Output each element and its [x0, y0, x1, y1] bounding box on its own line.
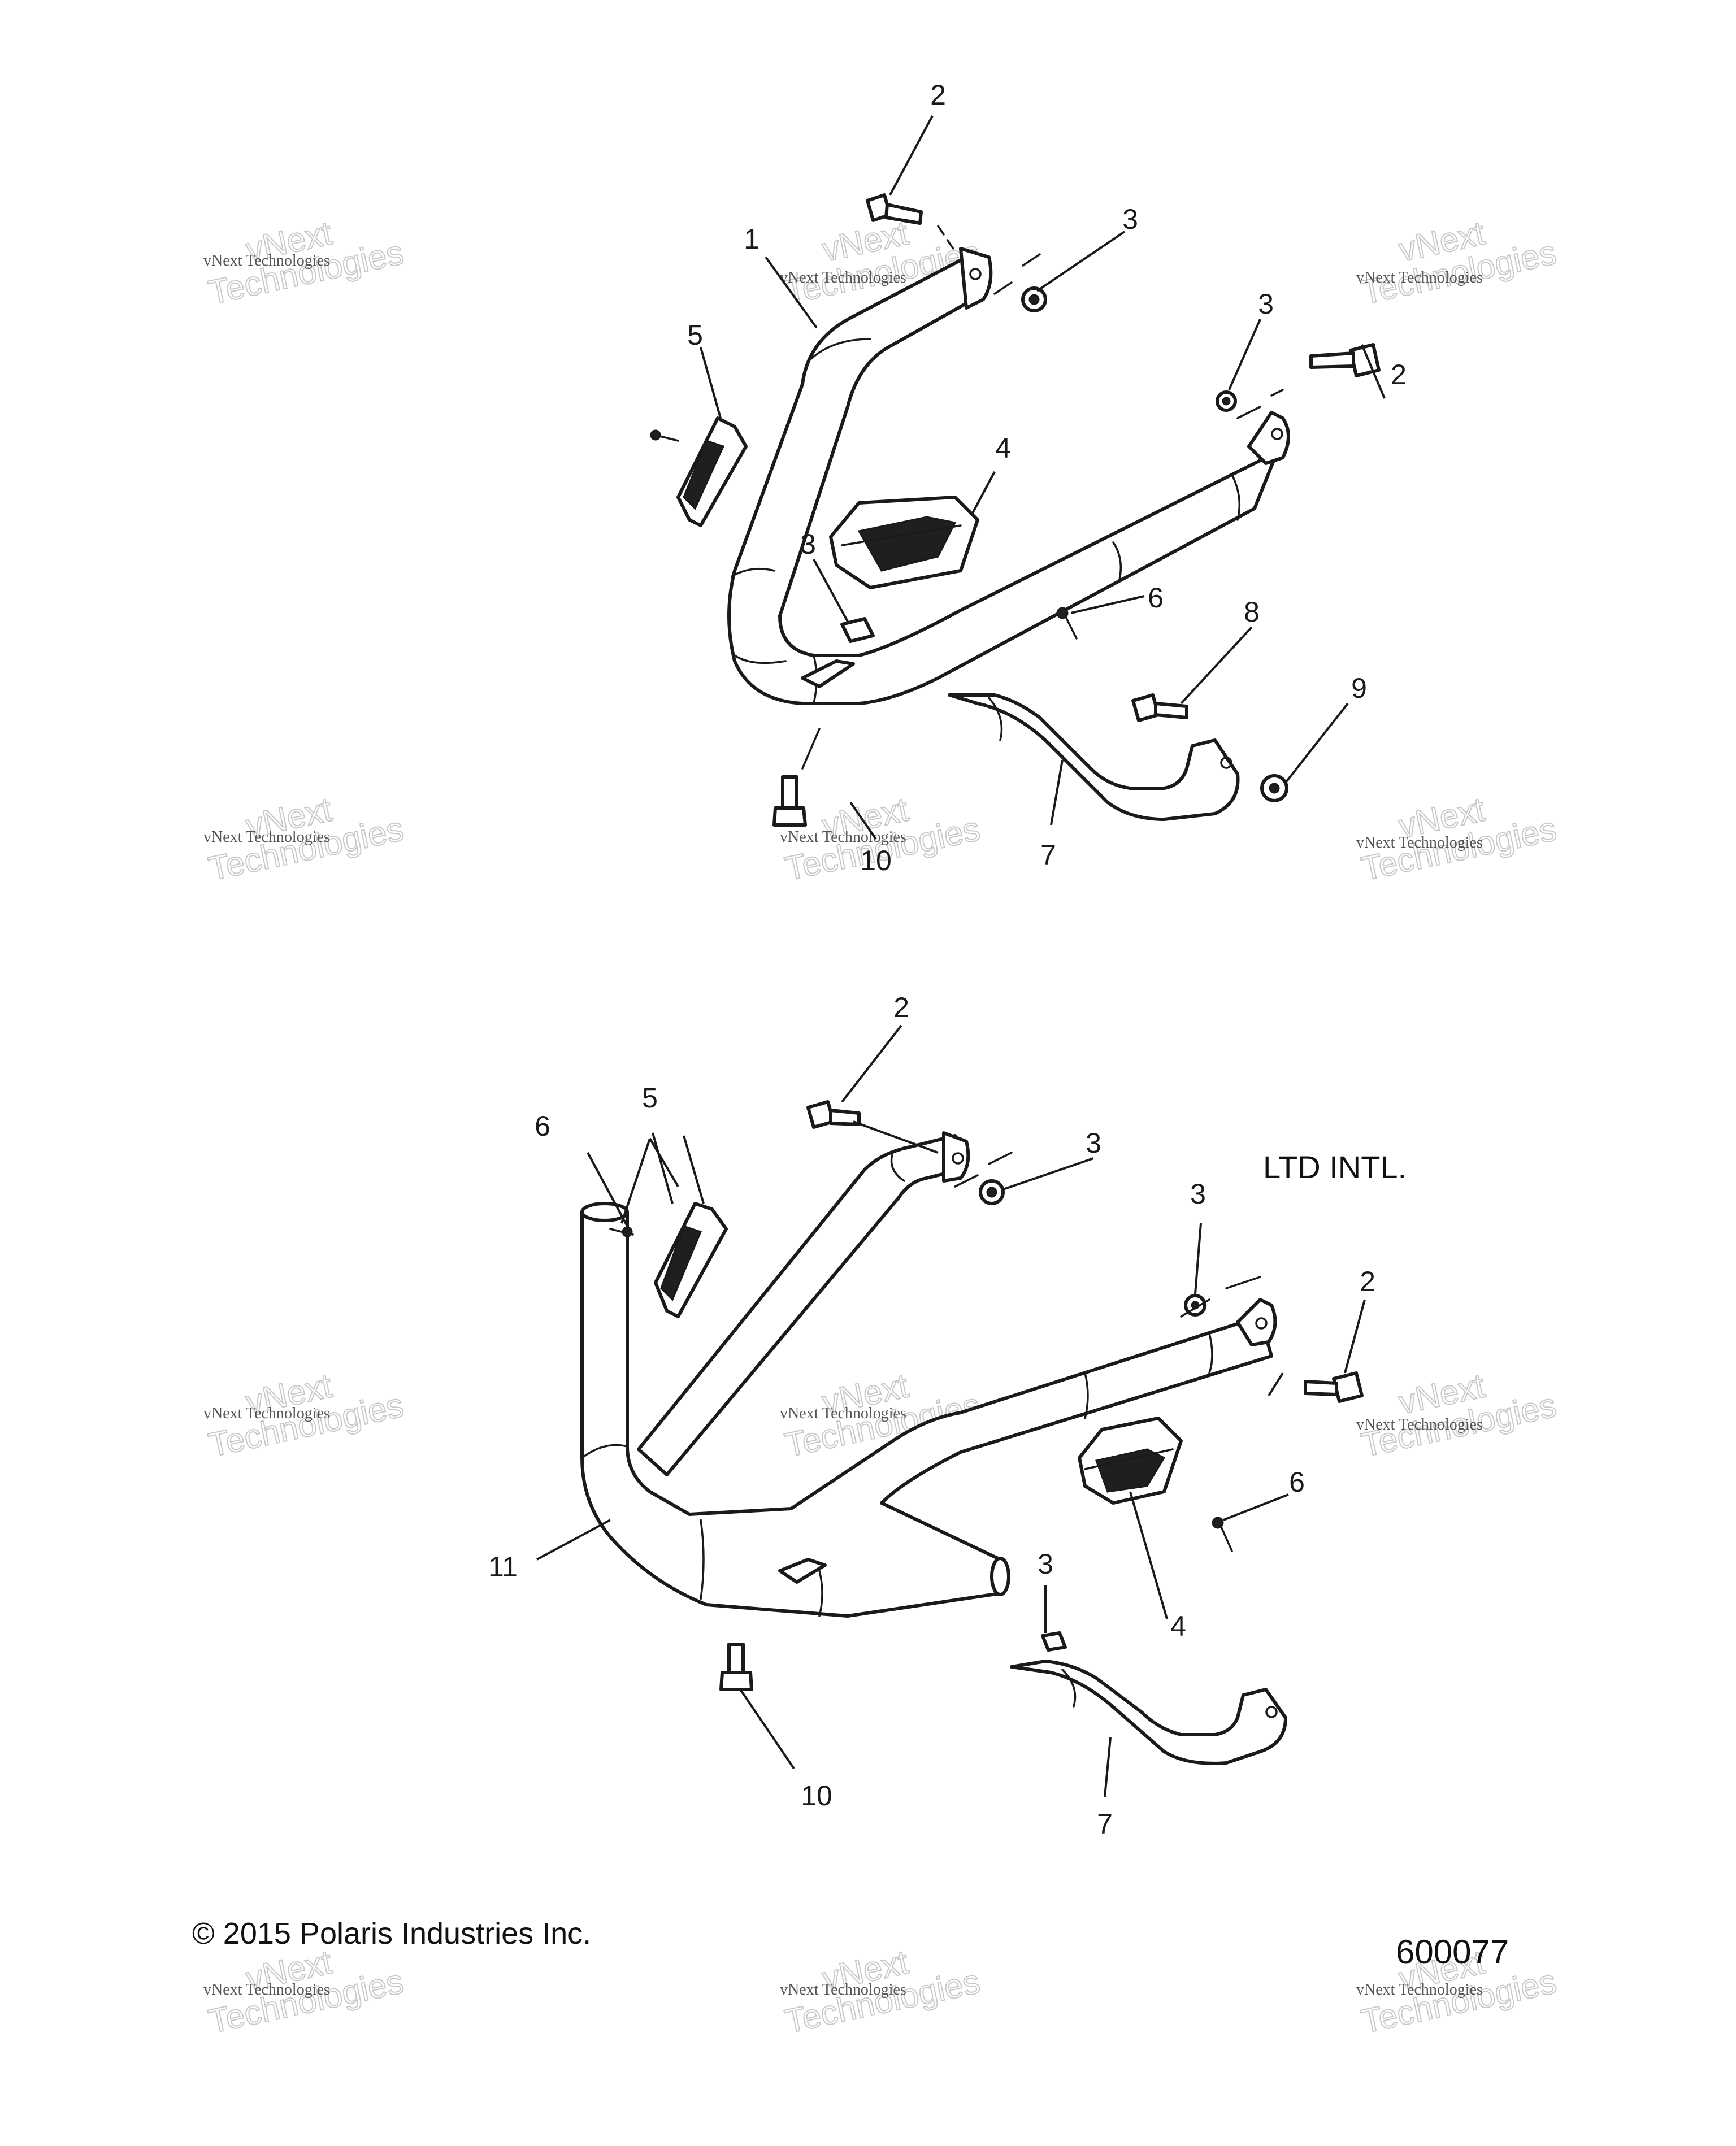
svg-text:vNext Technologies: vNext Technologies [780, 1405, 906, 1422]
lower-nut-3a [979, 1179, 1005, 1205]
lower-rivet-6b [1212, 1517, 1233, 1552]
lower-bumper-tube [580, 1131, 1277, 1618]
upper-nut-3a [1021, 286, 1047, 312]
upper-rivet-6 [1056, 607, 1078, 640]
callout-number: 7 [1040, 839, 1056, 871]
lower-bolt-2a [806, 1100, 861, 1129]
callout-number: 10 [860, 845, 892, 876]
lower-lower-bar [1010, 1660, 1287, 1765]
watermark: Technologies vNext vNext Technologies [780, 1942, 984, 2041]
svg-text:vNext Technologies: vNext Technologies [203, 252, 330, 270]
callout-number: 3 [800, 528, 816, 560]
lower-skid-plate [1078, 1417, 1183, 1505]
watermark: Technologies vNext vNext Technologies [203, 1942, 407, 2041]
svg-text:vNext Technologies: vNext Technologies [780, 828, 906, 846]
callout-number: 8 [1244, 596, 1260, 628]
lower-leaders [536, 1024, 1366, 1797]
callout-number: 3 [1038, 1548, 1053, 1580]
watermark: Technologies vNext vNext Technologies [203, 1366, 407, 1465]
lower-bolt-10 [719, 1643, 753, 1691]
callout-number: 11 [488, 1551, 518, 1583]
callout-number: 4 [995, 432, 1011, 464]
upper-assembly: 2 1 3 3 2 4 5 3 6 8 9 7 10 [650, 79, 1407, 876]
upper-clamp [650, 416, 748, 527]
upper-bolt-10 [772, 775, 807, 827]
lower-rivet-6a [609, 1226, 634, 1237]
upper-skid-plate [829, 496, 979, 589]
svg-text:vNext Technologies: vNext Technologies [1356, 269, 1483, 286]
upper-bumper-tube [727, 247, 1290, 705]
copyright-text: © 2015 Polaris Industries Inc. [192, 1917, 591, 1950]
svg-text:vNext Technologies: vNext Technologies [1356, 1981, 1483, 1999]
lower-nut-3c [1041, 1631, 1067, 1652]
upper-nut-3b [1216, 390, 1237, 412]
callout-number: 7 [1097, 1808, 1113, 1840]
callout-number: 4 [1170, 1610, 1186, 1642]
upper-bolt-8 [1131, 693, 1188, 722]
svg-text:vNext Technologies: vNext Technologies [203, 1981, 330, 1999]
callout-number: 3 [1190, 1178, 1206, 1210]
callout-number: 5 [687, 319, 703, 351]
upper-nut-9 [1260, 774, 1288, 802]
watermark: Technologies vNext vNext Technologies [203, 213, 407, 312]
variant-note: LTD INTL. [1263, 1149, 1407, 1185]
callout-number: 2 [893, 992, 909, 1023]
callout-number: 2 [1391, 359, 1407, 390]
callout-number: 3 [1258, 288, 1274, 320]
watermark: Technologies vNext vNext Technologies [1356, 789, 1560, 888]
callout-number: 3 [1086, 1127, 1101, 1159]
callout-number: 2 [930, 79, 946, 111]
watermark: Technologies vNext vNext Technologies [1356, 213, 1560, 312]
upper-bolt-2a [866, 193, 923, 225]
callout-number: 9 [1351, 672, 1367, 704]
svg-text:vNext Technologies: vNext Technologies [203, 828, 330, 846]
svg-text:vNext Technologies: vNext Technologies [1356, 834, 1483, 852]
watermark: Technologies vNext vNext Technologies [1356, 1366, 1560, 1465]
svg-text:vNext Technologies: vNext Technologies [1356, 1416, 1483, 1433]
callout-number: 6 [535, 1110, 550, 1142]
callout-number: 6 [1289, 1466, 1305, 1498]
upper-lower-bar [948, 693, 1240, 821]
svg-text:vNext Technologies: vNext Technologies [780, 1981, 906, 1999]
callout-number: 5 [642, 1082, 658, 1114]
figure-number: 600077 [1396, 1933, 1509, 1971]
svg-text:vNext Technologies: vNext Technologies [203, 1405, 330, 1422]
callout-number: 1 [744, 223, 760, 255]
svg-text:vNext Technologies: vNext Technologies [780, 269, 906, 286]
lower-bolt-2b [1304, 1371, 1364, 1403]
upper-bolt-2b [1309, 343, 1381, 377]
lower-assembly: 2 3 3 2 6 5 6 4 3 10 7 11 LTD INTL. [488, 992, 1407, 1840]
callout-number: 3 [1122, 203, 1138, 235]
upper-leaders [700, 115, 1386, 840]
callout-number: 6 [1148, 582, 1164, 614]
callout-number: 2 [1360, 1266, 1375, 1297]
watermarks: Technologies vNext vNext Technologies Te… [203, 213, 1560, 2041]
watermark: Technologies vNext vNext Technologies [203, 789, 407, 888]
callout-number: 10 [801, 1780, 832, 1811]
upper-nut-3c [840, 617, 875, 643]
lower-clamp [654, 1202, 728, 1318]
